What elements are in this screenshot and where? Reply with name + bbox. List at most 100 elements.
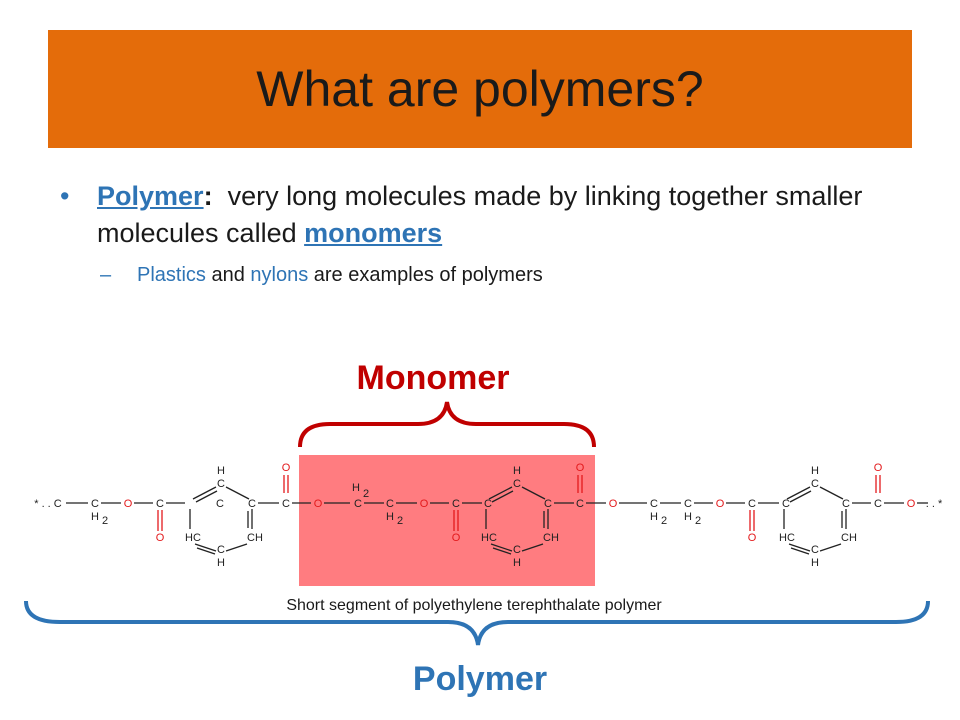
monomers-link[interactable]: monomers: [304, 218, 443, 248]
monomer-highlight-box: [299, 455, 595, 586]
examples-text-1: and: [205, 264, 251, 286]
ring-carbon: C: [217, 478, 225, 490]
carbonyl-oxygen: O: [874, 462, 883, 474]
carbonyl-oxygen: O: [452, 532, 461, 544]
oxygen-atom: O: [314, 498, 323, 510]
polymer-link[interactable]: Polymer: [97, 181, 204, 211]
carbon-atom: C: [91, 498, 99, 510]
carbon-atom: C: [684, 498, 692, 510]
subscript-2: 2: [102, 515, 108, 527]
carbon-atom: C: [782, 498, 790, 510]
bond: [819, 486, 844, 500]
carbon-atom: C: [156, 498, 164, 510]
bullet-dot-icon: •: [60, 181, 70, 211]
ring-carbon: C: [513, 478, 521, 490]
carbonyl-oxygen: O: [576, 462, 585, 474]
oxygen-atom: O: [716, 498, 725, 510]
carbon-atom: C: [842, 498, 850, 510]
polymer-label: Polymer: [413, 660, 547, 698]
carbon-atom: C: [650, 498, 658, 510]
carbon-atom: C: [354, 498, 362, 510]
carbonyl-oxygen: O: [282, 462, 291, 474]
bond: [790, 547, 810, 555]
bond: [194, 543, 217, 552]
hydrogen-atom: H: [684, 511, 692, 523]
ring-carbon: C: [217, 544, 225, 556]
ring-ch: CH: [841, 532, 857, 544]
bond: [521, 486, 546, 500]
hydrogen-atom: H: [352, 482, 360, 494]
oxygen-atom: O: [907, 498, 916, 510]
hydrogen-atom: H: [91, 511, 99, 523]
diagram-caption: Short segment of polyethylene terephthal…: [286, 597, 662, 614]
hydrogen-atom: H: [650, 511, 658, 523]
ring-hydrogen: H: [513, 557, 521, 569]
ring-hc: HC: [481, 532, 497, 544]
carbon-atom: C: [452, 498, 460, 510]
ring-carbon: C: [811, 478, 819, 490]
bond: [488, 486, 513, 500]
subscript-2: 2: [661, 515, 667, 527]
colon: :: [203, 181, 213, 211]
bond: [521, 543, 544, 552]
sub-bullet-examples: – Plastics and nylons are examples of po…: [60, 262, 920, 288]
monomer-label: Monomer: [357, 359, 510, 397]
ring-hydrogen: H: [513, 465, 521, 477]
ring-hydrogen: H: [217, 557, 225, 569]
ring-ch: CH: [247, 532, 263, 544]
ring-carbon: C: [811, 544, 819, 556]
oxygen-atom: O: [420, 498, 429, 510]
bond: [490, 543, 513, 552]
bullet-list: • Polymer: very long molecules made by l…: [60, 178, 920, 288]
ring-carbon: C: [513, 544, 521, 556]
carbon-atom: C: [544, 498, 552, 510]
bond: [195, 490, 218, 503]
chain-end-right: . . *: [926, 498, 943, 510]
bond: [225, 486, 250, 500]
carbon-atom: C: [576, 498, 584, 510]
carbonyl-oxygen: O: [748, 532, 757, 544]
ring-hc: HC: [779, 532, 795, 544]
ring-hydrogen: H: [811, 557, 819, 569]
ring-ch: CH: [543, 532, 559, 544]
carbon-atom: C: [282, 498, 290, 510]
carbonyl-oxygen: O: [156, 532, 165, 544]
bond: [492, 547, 512, 555]
carbon-atom: C: [216, 498, 224, 510]
chain-end-left: * . . C: [34, 498, 62, 510]
ring-hydrogen: H: [811, 465, 819, 477]
ring-hc: HC: [185, 532, 201, 544]
ring-hydrogen: H: [217, 465, 225, 477]
slide-title: What are polymers?: [256, 61, 704, 117]
carbon-atom: C: [248, 498, 256, 510]
definition-text: very long molecules made by linking toge…: [97, 181, 870, 248]
oxygen-atom: O: [609, 498, 618, 510]
subscript-2: 2: [695, 515, 701, 527]
hydrogen-atom: H: [386, 511, 394, 523]
carbon-atom: C: [748, 498, 756, 510]
bullet-polymer-definition: • Polymer: very long molecules made by l…: [60, 178, 920, 252]
oxygen-atom: O: [124, 498, 133, 510]
bond: [786, 486, 811, 500]
bond: [788, 543, 811, 552]
carbon-atom: C: [484, 498, 492, 510]
plastics-word: Plastics: [137, 264, 206, 286]
carbon-atom: C: [386, 498, 394, 510]
bond: [192, 486, 217, 500]
carbon-atom: C: [874, 498, 882, 510]
bond: [491, 490, 514, 503]
examples-text-2: are examples of polymers: [308, 264, 543, 286]
subscript-2: 2: [363, 488, 369, 500]
nylons-word: nylons: [250, 264, 309, 286]
bond: [196, 547, 216, 555]
title-bar: What are polymers?: [48, 30, 912, 148]
bond: [789, 490, 812, 503]
monomer-brace: [298, 401, 596, 448]
subscript-2: 2: [397, 515, 403, 527]
bond: [819, 543, 842, 552]
sub-bullet-dash-icon: –: [100, 264, 112, 286]
polymer-brace: [24, 600, 930, 646]
bond: [225, 543, 248, 552]
